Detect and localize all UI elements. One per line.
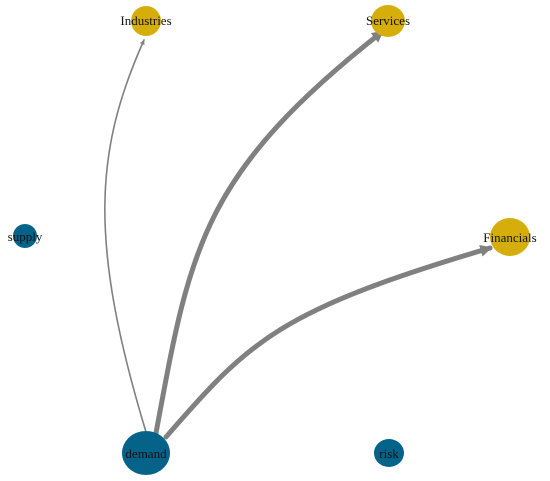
- node-industries[interactable]: Industries: [120, 6, 172, 36]
- node-industries-circle: [131, 6, 161, 36]
- node-demand-circle: [122, 431, 170, 475]
- node-services-circle: [371, 5, 405, 37]
- node-risk-label: risk: [379, 446, 399, 461]
- node-supply-label: supply: [8, 229, 43, 244]
- edge-demand-services: [153, 29, 385, 436]
- node-financials[interactable]: Financials: [483, 218, 537, 256]
- node-supply[interactable]: supply: [8, 224, 43, 248]
- node-financials-label: Financials: [483, 230, 536, 245]
- node-demand-label: demand: [125, 446, 167, 461]
- node-services-label: Services: [366, 13, 410, 28]
- node-demand[interactable]: demand: [122, 431, 170, 475]
- edge-demand-industries: [104, 39, 147, 433]
- node-risk[interactable]: risk: [374, 439, 404, 467]
- node-financials-circle: [490, 218, 530, 256]
- node-industries-label: Industries: [120, 13, 171, 28]
- edge-demand-financials: [163, 244, 493, 440]
- node-supply-circle: [13, 224, 37, 248]
- node-risk-circle: [374, 439, 404, 467]
- node-services[interactable]: Services: [366, 5, 410, 37]
- edges-group: [104, 29, 493, 440]
